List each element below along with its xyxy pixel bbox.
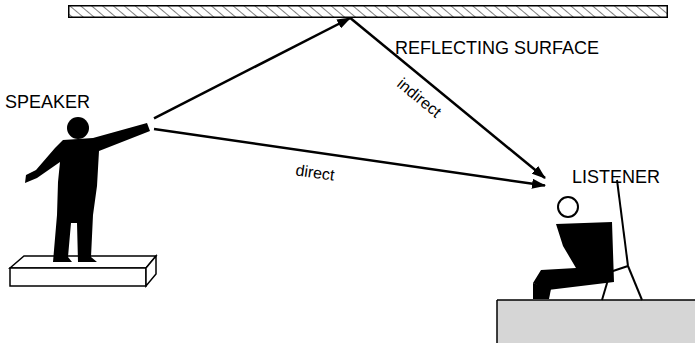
- floor-slab: [497, 300, 695, 343]
- floor-edge: [497, 299, 695, 301]
- platform-front: [10, 268, 146, 286]
- chair-back: [617, 180, 628, 266]
- arrow-connector: [154, 129, 545, 186]
- floor-edge: [496, 300, 498, 343]
- arrow-connector: [154, 18, 350, 118]
- speaker-figure-box: SPEAKER: [5, 88, 154, 268]
- node-label: LISTENER: [572, 167, 674, 188]
- listener-head: [558, 197, 578, 217]
- node-label: REFLECTING SURFACE: [395, 38, 599, 59]
- edge-label: direct: [293, 161, 338, 185]
- floor: [497, 300, 695, 343]
- listener-leg: [533, 283, 551, 299]
- speaker-figure: [25, 117, 150, 262]
- reflecting-surface: REFLECTING SURFACE: [68, 5, 668, 18]
- node-label: SPEAKER: [5, 92, 154, 113]
- surface-bar: [69, 6, 668, 18]
- listener-figure-box: LISTENER: [545, 165, 674, 300]
- edge-label: indirect: [392, 73, 446, 122]
- speaker-head: [67, 117, 89, 139]
- platform-side: [146, 256, 156, 286]
- listener-body: [533, 222, 614, 290]
- chair-leg: [628, 266, 642, 300]
- hatched-bar: [68, 5, 668, 18]
- speaker-body: [25, 123, 150, 262]
- listener-figure: [533, 197, 614, 299]
